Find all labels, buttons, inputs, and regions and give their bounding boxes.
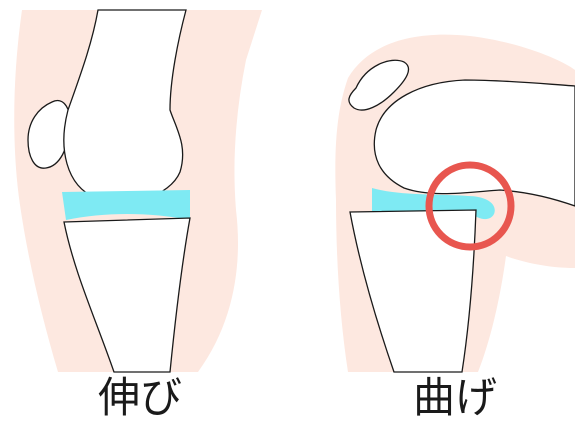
caption-flexion: 曲げ (385, 372, 525, 424)
femur-bone (374, 80, 575, 206)
flexed-knee (335, 35, 575, 372)
caption-extension: 伸び (70, 372, 210, 424)
extended-knee (14, 10, 262, 372)
